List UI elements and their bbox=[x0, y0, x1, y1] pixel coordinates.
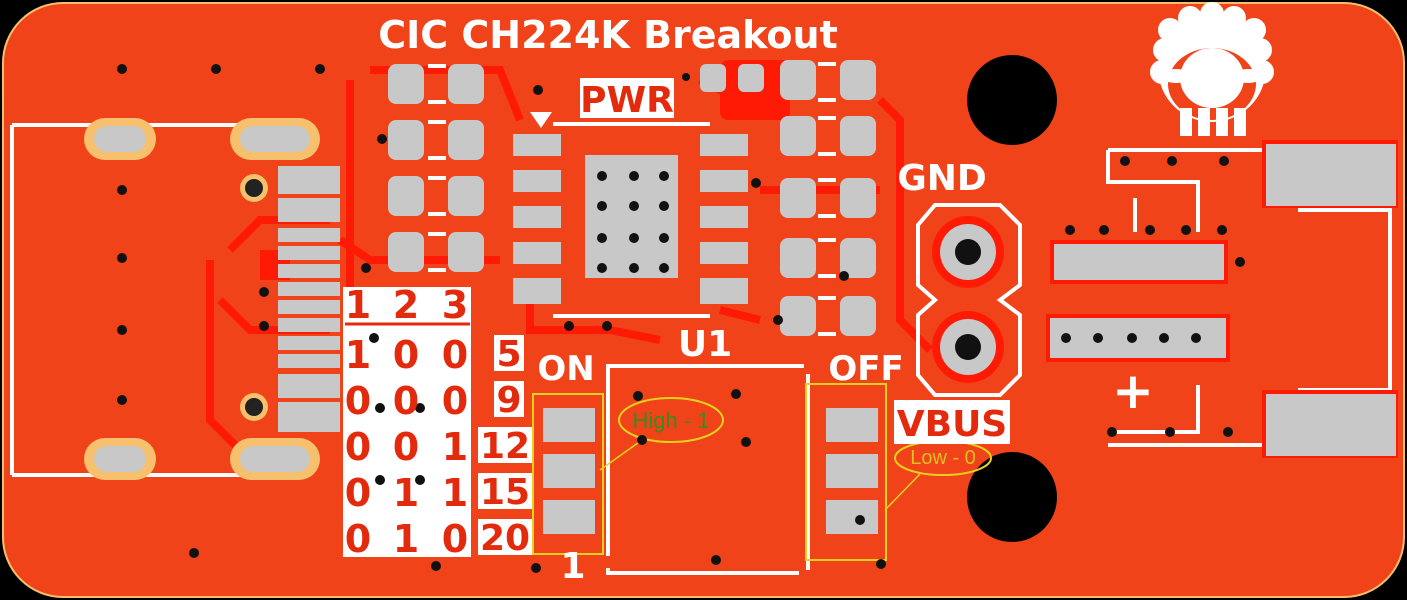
voltage-label-bgs bbox=[478, 335, 532, 555]
switch-number: 1 bbox=[345, 283, 371, 327]
table-cell: 0 bbox=[393, 379, 419, 423]
u1-label: U1 bbox=[678, 324, 732, 365]
config-table-rows: 1 0 0 0 0 0 0 0 1 0 1 1 0 1 0 bbox=[345, 333, 468, 561]
switch-number: 3 bbox=[442, 283, 468, 327]
pin-header bbox=[916, 203, 1022, 397]
mounting-hole-top bbox=[967, 55, 1057, 145]
table-cell: 0 bbox=[345, 517, 371, 561]
voltage-value: 12 bbox=[480, 426, 530, 467]
ic-silk-outline bbox=[553, 122, 710, 318]
pwr-label-bg bbox=[580, 78, 674, 118]
vbus-label-bg bbox=[894, 400, 1010, 444]
dip-switch bbox=[532, 364, 992, 575]
voltage-value: 15 bbox=[480, 472, 530, 513]
voltage-value: 9 bbox=[496, 380, 521, 421]
vbus-label: VBUS bbox=[897, 404, 1007, 445]
gnd-label: GND bbox=[897, 158, 987, 199]
table-cell: 1 bbox=[442, 425, 468, 469]
vias bbox=[117, 64, 1245, 573]
passive-silk-marks bbox=[428, 62, 836, 336]
table-cell: 0 bbox=[442, 333, 468, 377]
board-title: CIC CH224K Breakout bbox=[378, 13, 838, 57]
table-cell: 0 bbox=[345, 471, 371, 515]
smd-passive-pads-right bbox=[700, 60, 876, 336]
table-cell: 1 bbox=[393, 471, 419, 515]
config-table-bg bbox=[343, 287, 471, 557]
pwr-label: PWR bbox=[580, 80, 674, 121]
voltage-value: 5 bbox=[496, 334, 521, 375]
config-table-header: 1 2 3 bbox=[345, 283, 468, 327]
table-cell: 0 bbox=[393, 425, 419, 469]
table-cell: 0 bbox=[345, 379, 371, 423]
voltage-value: 20 bbox=[480, 518, 530, 559]
table-cell: 0 bbox=[442, 517, 468, 561]
on-label: ON bbox=[537, 349, 594, 389]
mounting-hole-bottom bbox=[967, 452, 1057, 542]
plus-label: + bbox=[1112, 362, 1154, 420]
table-cell: 0 bbox=[393, 333, 419, 377]
table-cell: 0 bbox=[442, 379, 468, 423]
pin1-triangle-icon bbox=[530, 112, 552, 128]
pin1-label: 1 bbox=[560, 546, 585, 587]
power-connector bbox=[1046, 140, 1398, 458]
ic-thermal-vias bbox=[597, 171, 669, 273]
usb-c-signal-pads bbox=[278, 166, 340, 432]
off-label: OFF bbox=[828, 349, 903, 389]
note-low: Low - 0 bbox=[910, 447, 976, 469]
usb-c-shell-pads bbox=[84, 118, 320, 480]
table-cell: 1 bbox=[393, 517, 419, 561]
table-cell: 1 bbox=[442, 471, 468, 515]
switch-number: 2 bbox=[393, 283, 419, 327]
smd-passive-pads-left bbox=[388, 64, 484, 272]
sheep-logo-icon bbox=[1150, 2, 1274, 136]
table-cell: 0 bbox=[345, 425, 371, 469]
table-cell: 1 bbox=[345, 333, 371, 377]
note-high: High - 1 bbox=[632, 408, 709, 433]
voltage-values: 5 9 12 15 20 bbox=[480, 334, 530, 559]
